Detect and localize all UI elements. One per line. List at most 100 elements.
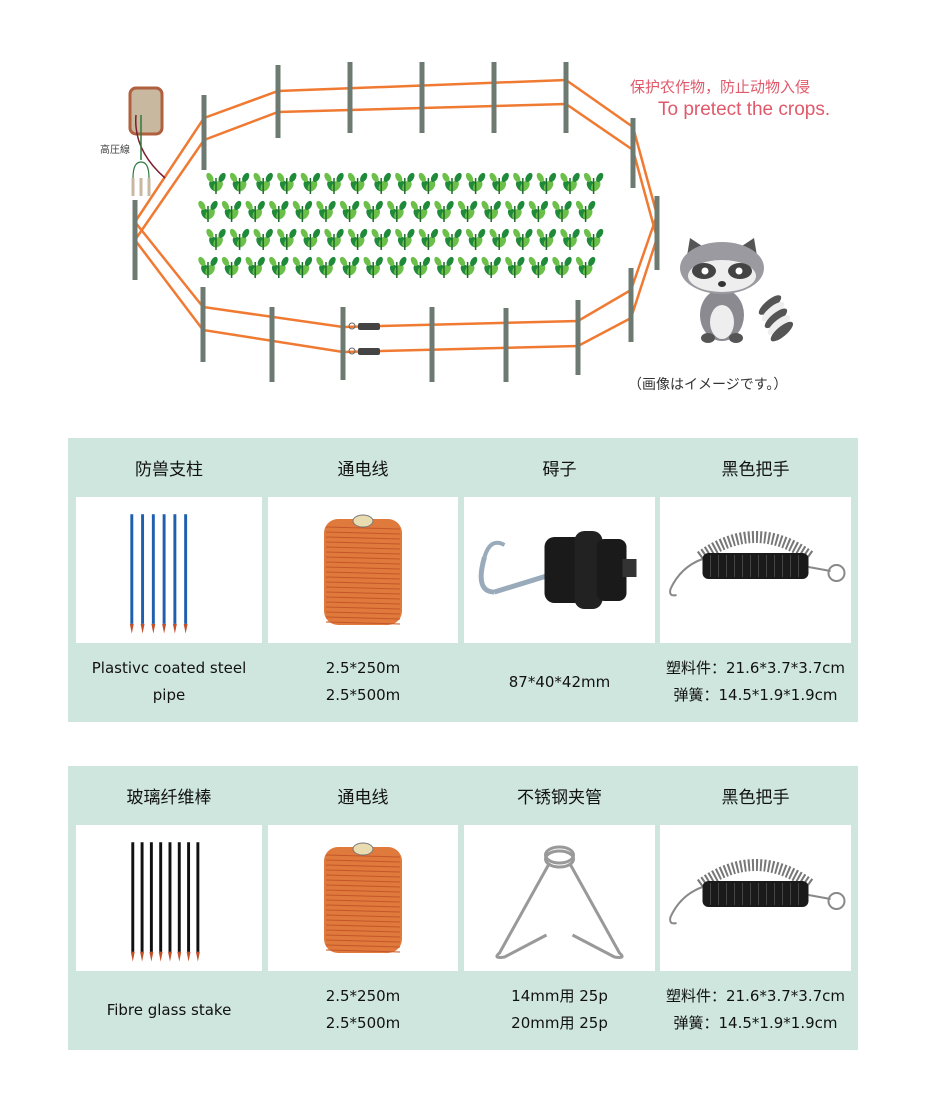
fence-post	[269, 307, 275, 382]
orange-wire-spool-image	[324, 514, 402, 625]
product-spec: 87*40*42mm	[464, 648, 655, 716]
crop-plant-icon	[198, 256, 218, 278]
product-spec: Fibre glass stake	[76, 976, 262, 1044]
image-caption: （画像はイメージです。）	[628, 377, 788, 393]
crop-plant-icon	[292, 256, 313, 278]
spec-line: 20mm用 25p	[511, 1014, 608, 1032]
fence-post	[132, 200, 138, 280]
crop-plant-icon	[253, 228, 273, 250]
steel-clamp-image	[495, 845, 624, 959]
crop-plant-icon	[560, 228, 580, 250]
gate-handle-icon	[358, 323, 380, 330]
crop-plant-icon	[292, 200, 313, 222]
gate-handle-icon	[358, 348, 380, 355]
product-image-cell	[76, 497, 262, 643]
spec-line: 塑料件：21.6*3.7*3.7cm	[666, 659, 845, 677]
slogan-chinese: 保护农作物，防止动物入侵	[630, 78, 811, 96]
crop-plant-icon	[347, 228, 368, 250]
fence-post	[575, 300, 581, 375]
column-header: 防兽支柱	[135, 459, 203, 480]
spec-line: 塑料件：21.6*3.7*3.7cm	[666, 987, 845, 1005]
gate-handle-image	[669, 859, 846, 925]
spec-line: Fibre glass stake	[106, 1000, 232, 1019]
crop-plant-icon	[513, 228, 533, 250]
crop-plant-icon	[198, 200, 218, 222]
column-header: 碍子	[542, 459, 577, 480]
spec-line: 87*40*42mm	[508, 672, 611, 691]
crop-plant-icon	[418, 172, 439, 194]
crop-plant-icon	[316, 200, 336, 222]
crop-plant-icon	[300, 228, 321, 250]
crop-plant-icon	[387, 200, 407, 222]
crop-plant-icon	[528, 200, 549, 222]
column-header: 玻璃纤维棒	[126, 787, 212, 808]
orange-wire-spool-image	[324, 842, 402, 953]
crop-plant-icon	[465, 172, 486, 194]
crop-plant-icon	[363, 200, 383, 222]
product-spec: 塑料件：21.6*3.7*3.7cm 弹簧：14.5*1.9*1.9cm	[660, 648, 851, 716]
crop-plant-icon	[229, 228, 250, 250]
crop-plant-icon	[253, 172, 273, 194]
crop-plant-icon	[324, 228, 344, 250]
fence-post	[503, 308, 509, 382]
product-spec: Plastivc coated steel pipe	[76, 648, 262, 716]
crop-plant-icon	[277, 228, 297, 250]
crop-plant-icon	[395, 228, 415, 250]
crop-plant-icon	[442, 172, 462, 194]
crop-plant-icon	[575, 256, 596, 278]
fence-post	[419, 62, 425, 133]
crop-plant-icon	[465, 228, 486, 250]
crop-plant-icon	[513, 172, 533, 194]
column-header: 黑色把手	[721, 787, 790, 808]
crop-plant-icon	[221, 200, 242, 222]
crop-plant-icon	[481, 200, 501, 222]
crop-plant-icon	[277, 172, 297, 194]
crop-plant-icon	[457, 200, 478, 222]
product-image-cell	[464, 825, 655, 971]
crop-plant-icon	[229, 172, 250, 194]
crop-plant-icon	[269, 256, 289, 278]
crop-plant-icon	[583, 172, 604, 194]
spec-line: Plastivc coated steel pipe	[91, 659, 247, 704]
crop-plant-icon	[245, 256, 265, 278]
crop-plant-icon	[481, 256, 501, 278]
insulator-hook-image	[478, 531, 637, 609]
fence-post	[628, 268, 634, 342]
crop-plant-icon	[316, 256, 336, 278]
crop-plant-icon	[418, 228, 439, 250]
crop-plant-icon	[324, 172, 344, 194]
crop-plant-icon	[347, 172, 368, 194]
energizer-icon	[128, 86, 164, 136]
crop-plant-icon	[269, 200, 289, 222]
fence-post	[201, 95, 207, 170]
crop-plant-icon	[528, 256, 549, 278]
gate-handle-image	[669, 531, 846, 597]
crop-plant-icon	[371, 172, 391, 194]
product-image-cell	[268, 497, 458, 643]
fence-post	[340, 307, 346, 380]
column-header: 通电线	[337, 459, 389, 480]
crop-plant-icon	[552, 200, 572, 222]
fence-post	[429, 307, 435, 382]
crop-plant-icon	[457, 256, 478, 278]
column-header: 黑色把手	[721, 459, 790, 480]
spec-line: 2.5*250m	[325, 659, 401, 677]
slogan-english: To pretect the crops.	[658, 99, 831, 120]
crop-plant-icon	[206, 228, 226, 250]
crop-plant-icon	[489, 172, 509, 194]
spec-line: 2.5*250m	[325, 987, 401, 1005]
blue-steel-posts-image	[129, 514, 188, 634]
spec-line: 弹簧：14.5*1.9*1.9cm	[673, 686, 838, 704]
crop-plant-icon	[363, 256, 383, 278]
high-voltage-label: 高圧線	[100, 145, 130, 156]
crop-plant-icon	[206, 172, 226, 194]
crop-plant-icon	[536, 228, 557, 250]
product-image-cell	[660, 497, 851, 643]
crop-plant-icon	[575, 200, 596, 222]
product-table: 防兽支柱 Plastivc coated steel pipe 通电线 2.5*250…	[68, 438, 858, 722]
